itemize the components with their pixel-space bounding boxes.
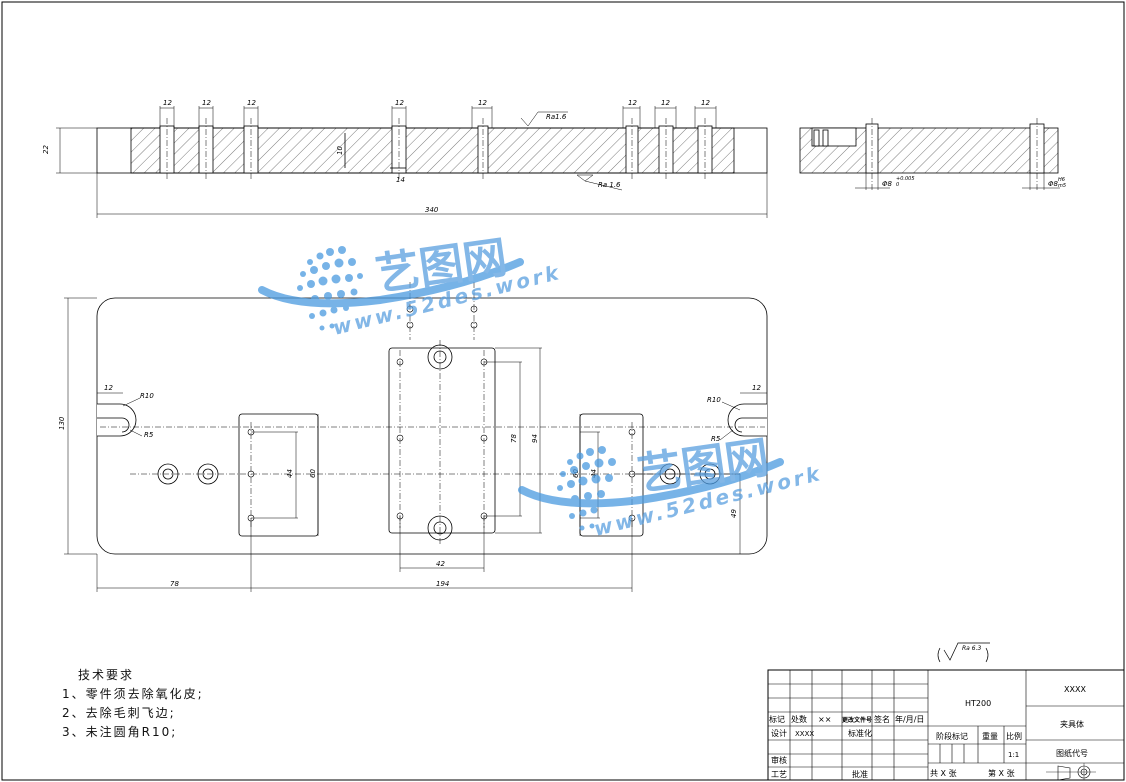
side-view [799, 118, 1060, 192]
section-thickness-dim: 22 [42, 145, 50, 154]
plan-r-left-inner: R5 [144, 431, 154, 439]
side-tol-right: Φ8 [1048, 180, 1059, 188]
tech-title: 技术要求 [78, 668, 135, 682]
plan-center-inner-dim: 78 [510, 434, 518, 443]
section-slot-dim: 12 [202, 99, 211, 107]
tb-approve: 批准 [852, 769, 868, 779]
general-roughness-text: Ra 6.3 [962, 645, 981, 652]
svg-text:H6: H6 [1058, 177, 1065, 183]
svg-text:m5: m5 [1058, 183, 1066, 189]
section-slot-dim: 12 [163, 99, 172, 107]
tech-item-2: 2、去除毛刺飞边; [62, 706, 176, 720]
title-block [767, 669, 1125, 781]
tb-sign: 签名 [874, 714, 890, 724]
tb-mark: 标记 [769, 714, 785, 724]
tb-change-doc: 更改文件号 [842, 716, 872, 724]
plan-bottom-center-dim: 42 [436, 560, 445, 568]
plan-left-inner-dim: 44 [286, 469, 294, 478]
svg-text:+0.005: +0.005 [896, 176, 915, 182]
roughness-bottom: Ra 1.6 [598, 181, 621, 189]
plan-r-left-outer: R10 [140, 392, 154, 400]
section-depth-dim: 10 [336, 146, 344, 155]
tb-count: 处数 [791, 714, 807, 724]
tb-date: 年/月/日 [895, 714, 924, 724]
plan-r-right-inner: R5 [711, 435, 721, 443]
plan-slot-left-dim: 12 [104, 384, 113, 392]
section-view [56, 106, 768, 218]
section-slot-dim: 12 [661, 99, 670, 107]
plan-bottom-total-dim: 194 [436, 580, 449, 588]
tb-material: HT200 [965, 699, 991, 708]
plan-height-dim: 130 [58, 416, 66, 430]
tb-part-name: 夹具体 [1060, 719, 1084, 729]
tech-item-3: 3、未注圆角R10; [62, 725, 178, 739]
plan-right-offset-dim: 49 [730, 509, 738, 518]
svg-text:0: 0 [896, 182, 899, 188]
watermark-bottom: 艺图网 www.52des.work [518, 432, 825, 541]
tb-drawing-no: XXXX [1064, 685, 1086, 694]
section-slot-dim: 12 [247, 99, 256, 107]
technical-requirements: 技术要求 1、零件须去除氧化皮; 2、去除毛刺飞边; 3、未注圆角R10; [62, 666, 204, 742]
section-slot-dim: 12 [701, 99, 710, 107]
section-dim-text: 22 340 12 12 12 12 12 12 12 12 10 14 Ra1… [42, 99, 710, 214]
tb-scale-val: 1:1 [1008, 751, 1019, 759]
plan-center-outer-dim: 94 [531, 434, 539, 443]
tb-scale: 比例 [1006, 731, 1022, 741]
tb-process: 工艺 [771, 770, 787, 779]
tb-weight: 重量 [982, 731, 998, 741]
tb-total-sheets: 共 X 张 [930, 769, 957, 778]
plan-r-right-outer: R10 [707, 396, 721, 404]
tb-standard: 标准化 [848, 728, 872, 738]
plan-view [64, 282, 768, 592]
tb-xx: ×× [818, 715, 831, 724]
tb-drawing-code: 图纸代号 [1056, 748, 1088, 758]
side-tol-left: Φ8 [882, 180, 893, 188]
general-roughness [937, 642, 990, 663]
watermark-globe-icon [297, 246, 363, 331]
plan-bottom-left-dim: 78 [170, 580, 179, 588]
tb-stage-mark: 阶段标记 [936, 731, 968, 741]
plan-left-outer-dim: 60 [309, 469, 317, 478]
tech-item-1: 1、零件须去除氧化皮; [62, 687, 204, 701]
section-gap-dim: 14 [396, 176, 405, 184]
tb-design: 设计 [771, 728, 787, 738]
tb-check: 审核 [771, 755, 787, 765]
plan-right-inner-dim: 44 [590, 469, 598, 478]
section-length-dim: 340 [425, 206, 439, 214]
section-slot-dim: 12 [628, 99, 637, 107]
section-slot-dim: 12 [395, 99, 404, 107]
roughness-top: Ra1.6 [546, 113, 567, 121]
side-view-text: Φ8 +0.005 0 Φ8 H6 m5 [882, 176, 1066, 189]
tb-design-val: XXXX [795, 730, 814, 738]
section-slot-dim: 12 [478, 99, 487, 107]
title-block-text: 标记 处数 ×× 更改文件号 签名 年/月/日 设计 XXXX 标准化 审核 工… [769, 685, 1088, 779]
plan-slot-right-dim: 12 [752, 384, 761, 392]
tb-sheet-no: 第 X 张 [988, 768, 1015, 778]
